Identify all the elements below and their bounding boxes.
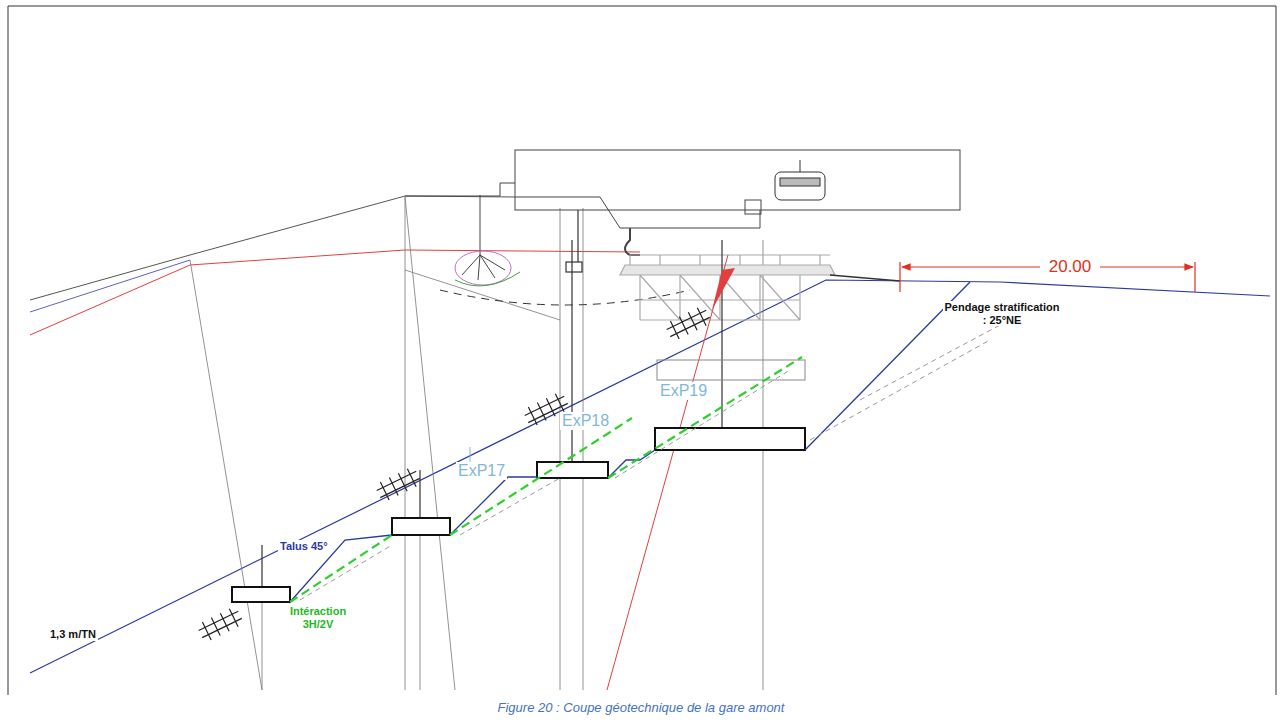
figure-caption: Figure 20 : Coupe géotechnique de la gar… bbox=[0, 700, 1282, 715]
probe-label: ExP18 bbox=[560, 412, 611, 430]
dimension-label: 20.00 bbox=[1047, 257, 1094, 277]
depth-note: 1,3 m/TN bbox=[48, 628, 98, 641]
slope-label: Talus 45° bbox=[278, 540, 330, 553]
probe-label: ExP17 bbox=[456, 462, 507, 480]
interaction-label: Intéraction3H/2V bbox=[288, 605, 348, 630]
probe-label: ExP19 bbox=[658, 382, 709, 400]
strata-note: Pendage stratification: 25°NE bbox=[943, 301, 1062, 326]
